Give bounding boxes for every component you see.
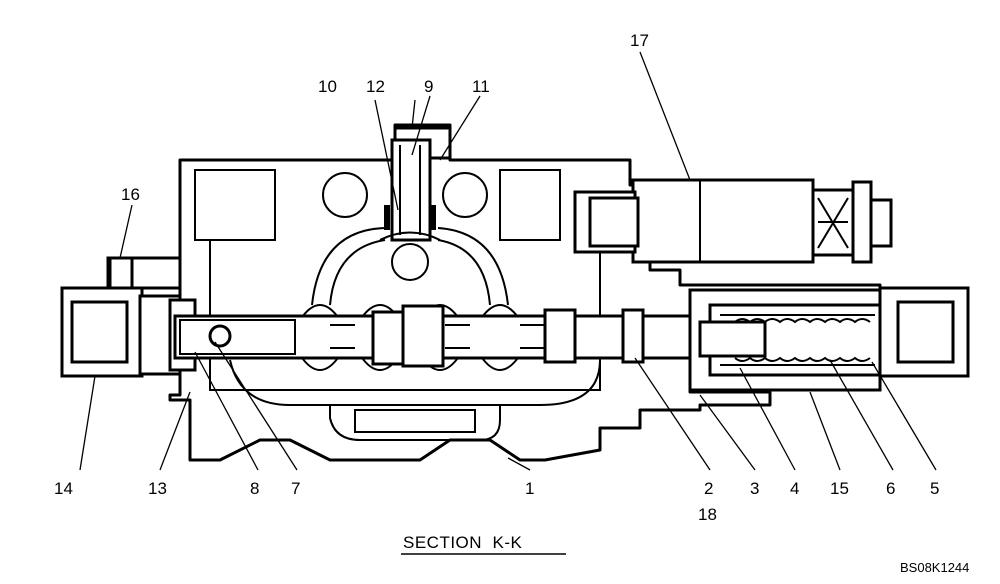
callout-1: 1 [525,479,534,498]
callout-3: 3 [750,479,759,498]
callout-13: 13 [148,479,167,498]
callout-5: 5 [930,479,939,498]
leader-lines [79,51,937,471]
section-title: SECTION K-K [403,533,523,552]
callout-10: 10 [318,77,337,96]
callout-18: 18 [698,505,717,524]
callout-labels: 17 10 12 9 11 16 14 13 8 7 1 2 18 3 4 15… [54,31,939,524]
callout-16: 16 [121,185,140,204]
callout-8: 8 [250,479,259,498]
left-cap [60,256,197,378]
callout-2: 2 [704,479,713,498]
spring-chamber [688,286,970,392]
callout-14: 14 [54,479,73,498]
callout-12: 12 [366,77,385,96]
drawing-code: BS08K1244 [900,560,969,575]
callout-15: 15 [830,479,849,498]
callout-9: 9 [424,77,433,96]
solenoid [573,178,893,264]
callout-17: 17 [630,31,649,50]
callout-11: 11 [472,77,490,96]
callout-6: 6 [886,479,895,498]
callout-7: 7 [291,479,300,498]
callout-4: 4 [790,479,799,498]
relief-poppet [379,126,452,242]
spool [173,304,692,368]
